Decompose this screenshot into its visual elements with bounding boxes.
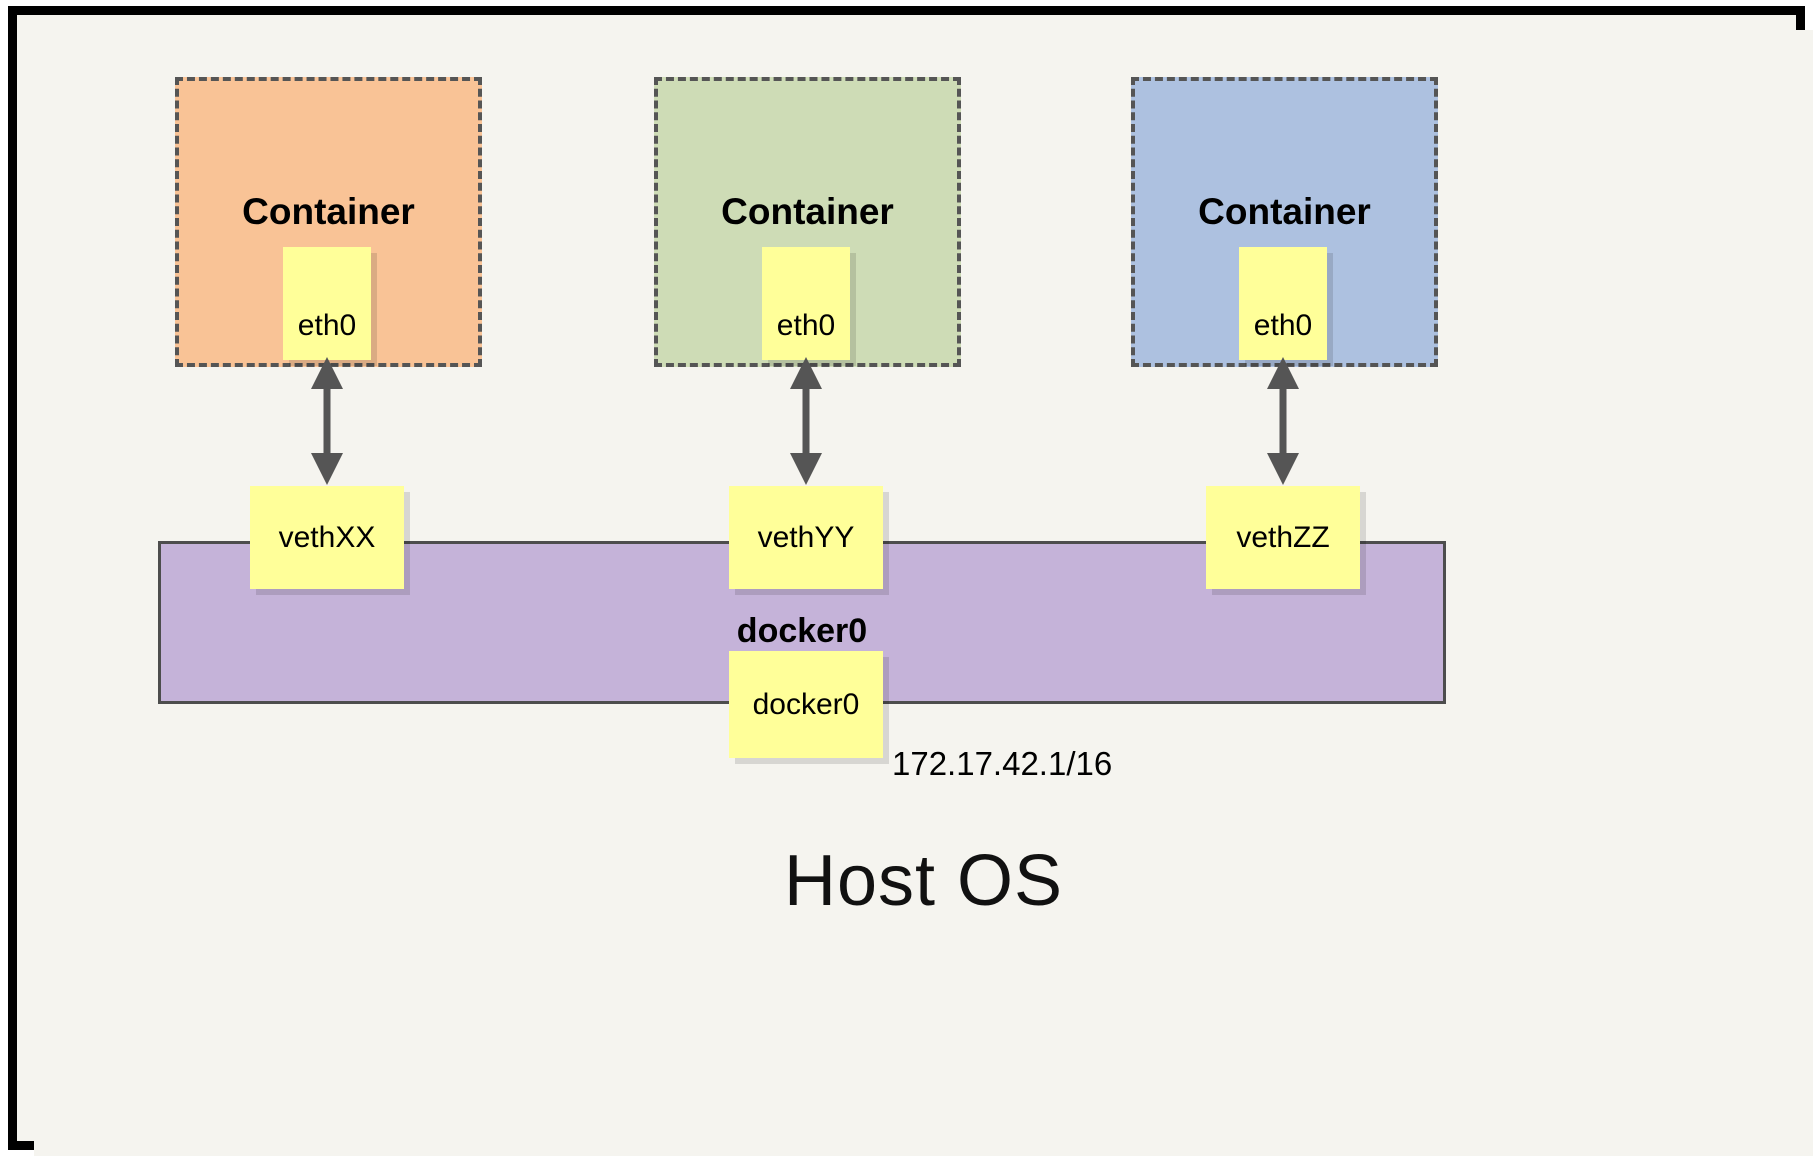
eth0-note-3: eth0 xyxy=(1239,247,1327,360)
docker0-interface-note: docker0 xyxy=(729,651,883,758)
veth-label-2: vethYY xyxy=(757,520,855,554)
double-arrow-icon-2 xyxy=(790,357,822,485)
docker0-bridge-label: docker0 xyxy=(736,612,868,650)
eth0-label-2: eth0 xyxy=(776,308,836,342)
diagram-stage: Container eth0 Container eth0 Container … xyxy=(34,30,1813,1156)
container-title-3: Container xyxy=(1198,191,1371,232)
docker0-ip-address: 172.17.42.1/16 xyxy=(892,745,1113,782)
double-arrow-icon-1 xyxy=(311,357,343,485)
veth-note-1: vethXX xyxy=(250,486,404,589)
eth0-label-1: eth0 xyxy=(297,308,357,342)
diagram-frame: Container eth0 Container eth0 Container … xyxy=(8,6,1813,1156)
container-title-2: Container xyxy=(721,191,894,232)
eth0-label-3: eth0 xyxy=(1253,308,1313,342)
veth-label-3: vethZZ xyxy=(1236,520,1330,554)
veth-label-1: vethXX xyxy=(278,520,376,554)
veth-note-2: vethYY xyxy=(729,486,883,589)
host-os-title: Host OS xyxy=(783,841,1064,921)
veth-note-3: vethZZ xyxy=(1206,486,1360,589)
docker0-interface-label: docker0 xyxy=(752,687,860,721)
double-arrow-icon-3 xyxy=(1267,357,1299,485)
eth0-note-1: eth0 xyxy=(283,247,371,360)
container-title-1: Container xyxy=(242,191,415,232)
eth0-note-2: eth0 xyxy=(762,247,850,360)
